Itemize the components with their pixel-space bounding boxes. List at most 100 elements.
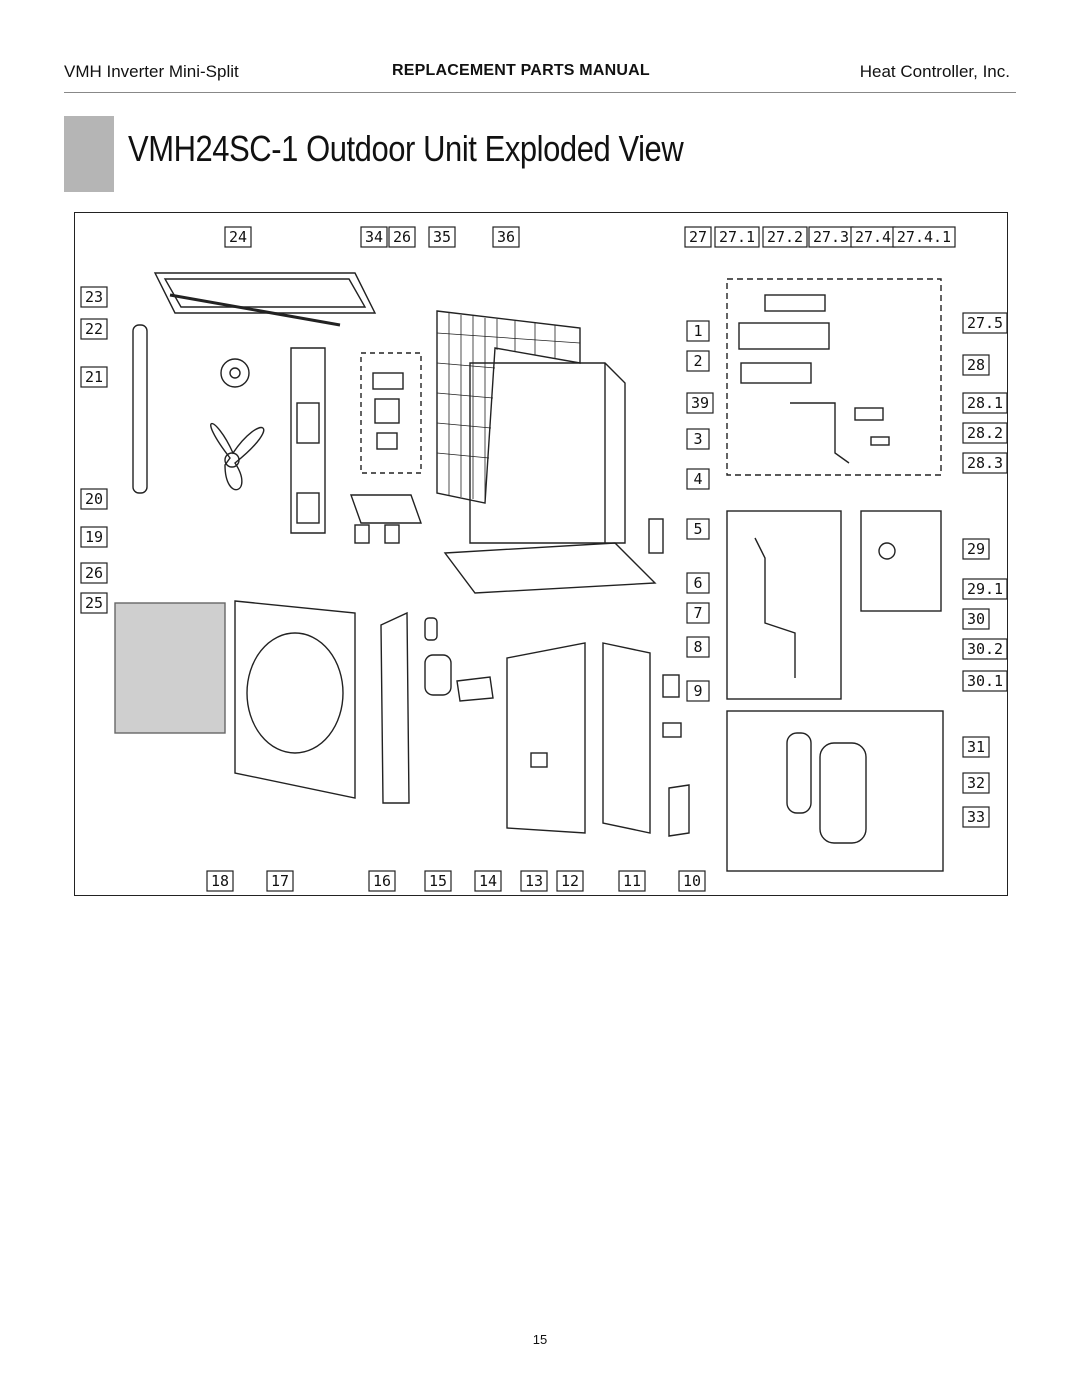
part-callout-36: 36 [492, 226, 520, 248]
part-callout-label: 28.1 [967, 394, 1003, 412]
side-bar-part [132, 324, 148, 494]
part-callout-19: 19 [80, 526, 108, 548]
header-product: VMH Inverter Mini-Split [64, 62, 239, 81]
part-callout-1: 1 [686, 320, 710, 342]
part-callout-label: 16 [373, 872, 391, 890]
part-callout-label: 30.1 [967, 672, 1003, 690]
part-callout-label: 30 [967, 610, 985, 628]
part-callout-label: 22 [85, 320, 103, 338]
reactor-part [424, 654, 452, 696]
part-callout-20: 20 [80, 488, 108, 510]
part-callout-label: 31 [967, 738, 985, 756]
part-callout-label: 27 [689, 228, 707, 246]
top-cover-part [153, 272, 377, 314]
part-callout-30-2: 30.2 [962, 638, 1007, 660]
part-callout-34: 34 [360, 226, 388, 248]
compressor-part [819, 742, 867, 844]
part-callout-label: 1 [693, 322, 702, 340]
right-panel-part [602, 642, 651, 834]
part-callout-label: 27.1 [719, 228, 755, 246]
header-divider [64, 92, 1016, 93]
part-callout-27: 27 [684, 226, 712, 248]
part-callout-label: 28 [967, 356, 985, 374]
part-callout-17: 17 [266, 870, 294, 892]
part-callout-label: 29 [967, 540, 985, 558]
part-callout-33: 33 [962, 806, 990, 828]
part-callout-label: 27.5 [967, 314, 1003, 332]
part-callout-26: 26 [80, 562, 108, 584]
condenser-coil-part [469, 362, 626, 544]
part-callout-30: 30 [962, 608, 990, 630]
part-callout-28-2: 28.2 [962, 422, 1007, 444]
part-callout-label: 26 [393, 228, 411, 246]
part-callout-label: 34 [365, 228, 383, 246]
part-callout-label: 19 [85, 528, 103, 546]
part-callout-label: 28.2 [967, 424, 1003, 442]
part-callout-label: 17 [271, 872, 289, 890]
part-callout-label: 24 [229, 228, 247, 246]
part-callout-label: 11 [623, 872, 641, 890]
part-callout-label: 10 [683, 872, 701, 890]
part-callout-label: 9 [693, 682, 702, 700]
part-callout-30-1: 30.1 [962, 670, 1007, 692]
part-callout-15: 15 [424, 870, 452, 892]
part-callout-21: 21 [80, 366, 108, 388]
part-callout-label: 25 [85, 594, 103, 612]
part-callout-label: 26 [85, 564, 103, 582]
part-callout-4: 4 [686, 468, 710, 490]
header-manual-title: REPLACEMENT PARTS MANUAL [392, 62, 650, 79]
part-callout-label: 27.2 [767, 228, 803, 246]
part-callout-label: 18 [211, 872, 229, 890]
part-callout-7: 7 [686, 602, 710, 624]
part-callout-27-4-1: 27.4.1 [892, 226, 956, 248]
part-callout-label: 13 [525, 872, 543, 890]
part-callout-27-1: 27.1 [714, 226, 760, 248]
part-callout-32: 32 [962, 772, 990, 794]
part-callout-27-2: 27.2 [762, 226, 808, 248]
part-callout-6: 6 [686, 572, 710, 594]
part-callout-9: 9 [686, 680, 710, 702]
part-callout-28-3: 28.3 [962, 452, 1007, 474]
part-callout-label: 27.4 [855, 228, 891, 246]
fan-blade-part [210, 423, 265, 491]
front-grille-part [114, 602, 226, 734]
front-panel-part [234, 600, 356, 799]
base-pan-part [443, 542, 657, 594]
part-callout-label: 27.3 [813, 228, 849, 246]
part-callout-label: 4 [693, 470, 702, 488]
partition-part [380, 611, 410, 804]
part-callout-label: 3 [693, 430, 702, 448]
part-callout-label: 14 [479, 872, 497, 890]
header-company: Heat Controller, Inc. [859, 62, 1010, 81]
motor-bracket-part [290, 347, 326, 534]
part-callout-35: 35 [428, 226, 456, 248]
part-callout-label: 12 [561, 872, 579, 890]
part-callout-2: 2 [686, 350, 710, 372]
part-callout-label: 20 [85, 490, 103, 508]
part-callout-11: 11 [618, 870, 646, 892]
part-callout-label: 5 [693, 520, 702, 538]
part-callout-label: 28.3 [967, 454, 1003, 472]
part-callout-label: 32 [967, 774, 985, 792]
expansion-valve-box [860, 510, 942, 612]
part-callout-26: 26 [388, 226, 416, 248]
part-callout-27-5: 27.5 [962, 312, 1007, 334]
part-callout-label: 23 [85, 288, 103, 306]
page-number: 15 [532, 1332, 548, 1347]
part-callout-28-1: 28.1 [962, 392, 1007, 414]
part-callout-3: 3 [686, 428, 710, 450]
part-callout-label: 29.1 [967, 580, 1003, 598]
part-callout-5: 5 [686, 518, 710, 540]
part-callout-27-4: 27.4 [850, 226, 896, 248]
part-callout-12: 12 [556, 870, 584, 892]
part-callout-25: 25 [80, 592, 108, 614]
part-callout-22: 22 [80, 318, 108, 340]
part-callout-label: 30.2 [967, 640, 1003, 658]
part-callout-14: 14 [474, 870, 502, 892]
part-callout-label: 27.4.1 [897, 228, 951, 246]
part-callout-27-3: 27.3 [808, 226, 854, 248]
part-callout-label: 6 [693, 574, 702, 592]
part-callout-10: 10 [678, 870, 706, 892]
